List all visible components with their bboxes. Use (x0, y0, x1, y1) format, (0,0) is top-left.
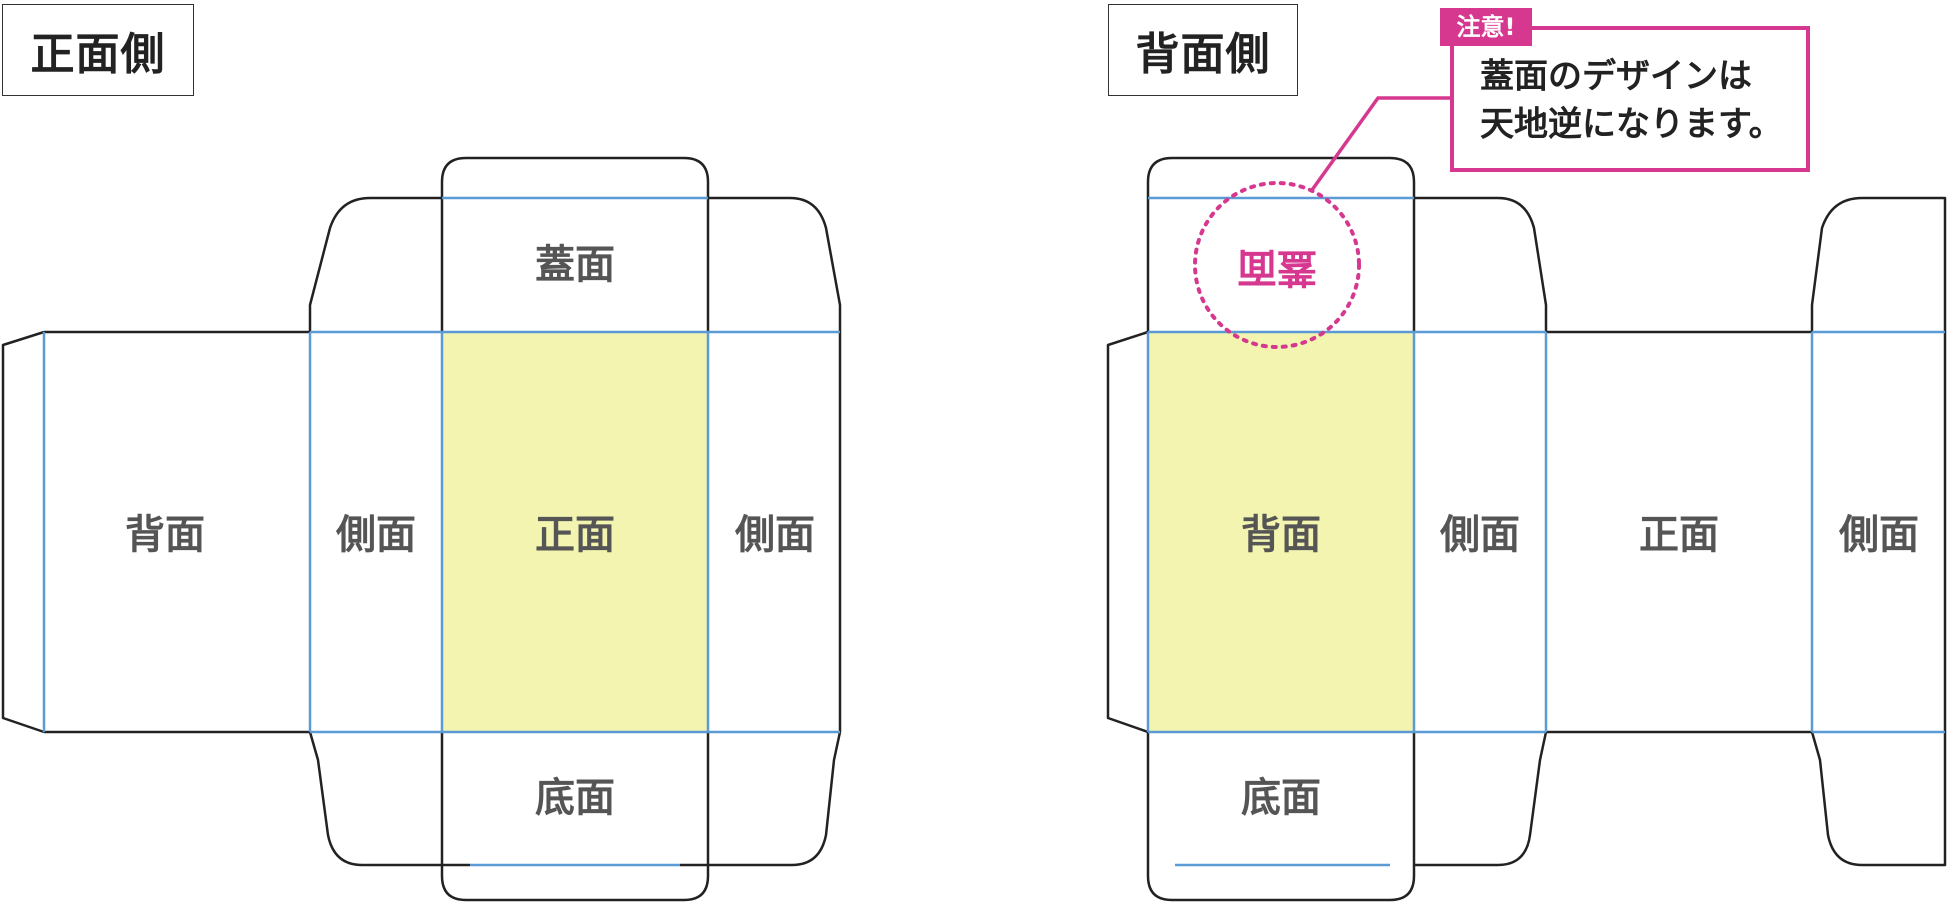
back-side-right-label: 側面 (1838, 512, 1919, 558)
back-side-left-label: 側面 (1439, 512, 1520, 558)
back-front-label: 正面 (1639, 512, 1719, 558)
back-back-label: 背面 (1241, 512, 1321, 558)
back-panel-highlight (1148, 332, 1414, 732)
front-side-diagram: 蓋面 背面 側面 正面 側面 底面 (1, 156, 842, 902)
note-tag-text: 注意! (1457, 13, 1516, 41)
front-side-left-label: 側面 (335, 512, 416, 558)
note-leader-line (1310, 96, 1452, 192)
front-cut-lines (1, 156, 842, 902)
front-fold-lines (42, 196, 840, 867)
back-side-title: 背面側 (1108, 4, 1298, 96)
front-lid-label: 蓋面 (535, 242, 615, 288)
front-back-label: 背面 (125, 512, 205, 558)
front-side-title: 正面側 (2, 4, 194, 96)
note-line-2: 天地逆になります。 (1480, 105, 1783, 145)
back-fold-lines (1146, 196, 1945, 867)
note-line-1: 蓋面のデザインは (1480, 57, 1752, 97)
front-front-label: 正面 (535, 512, 615, 558)
back-bottom-label: 底面 (1241, 775, 1321, 821)
front-panel-highlight (442, 332, 708, 732)
back-cut-lines (1106, 156, 1947, 902)
note-box (1450, 26, 1810, 172)
front-bottom-label: 底面 (535, 775, 615, 821)
back-side-diagram: 背面 側面 正面 側面 底面 蓋面 注意! 蓋面のデザインは 天地逆になります。 (1106, 8, 1947, 902)
lid-flipped-group: 蓋面 (1237, 244, 1317, 290)
note-tag (1440, 8, 1532, 46)
back-lid-flipped-label: 蓋面 (1237, 244, 1317, 290)
front-side-right-label: 側面 (734, 512, 815, 558)
lid-highlight-circle (1193, 181, 1361, 349)
